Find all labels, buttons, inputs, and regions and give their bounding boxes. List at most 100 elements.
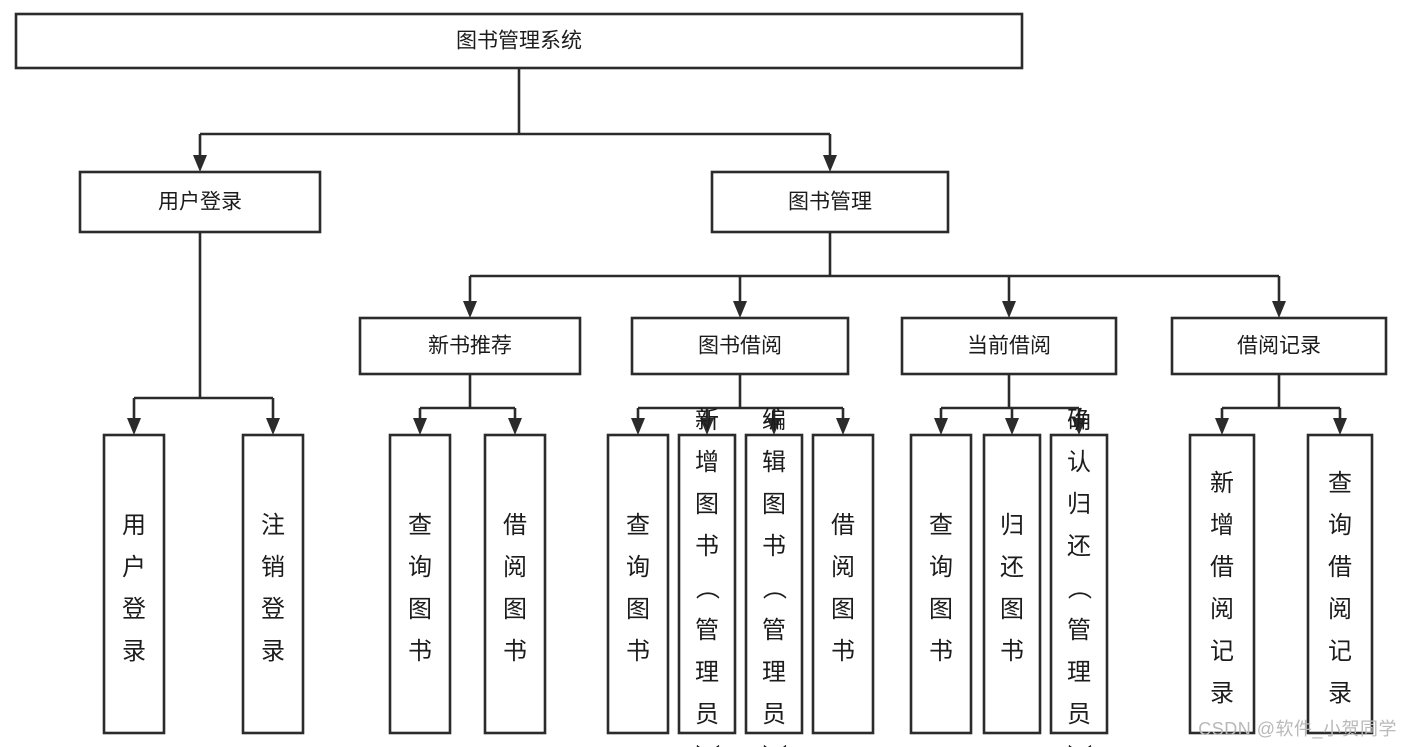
connector-layer <box>127 68 1347 435</box>
leaf-label-char: 录 <box>1210 680 1234 707</box>
leaf-label-char: 图 <box>929 596 953 623</box>
leaf-label-char: 询 <box>1328 512 1352 539</box>
arrow-borrow-leaf-3 <box>836 418 850 435</box>
leaf-label-char: 询 <box>408 554 432 581</box>
node-label: 当前借阅 <box>967 335 1051 358</box>
arrow-current-leaf-1 <box>1005 418 1019 435</box>
leaf-label-char: 借 <box>831 512 855 539</box>
leaf-label-char: 查 <box>626 512 650 539</box>
leaf-label-char: ） <box>1065 744 1092 747</box>
leaf-label-char: 图 <box>831 596 855 623</box>
level3-node-当前借阅-2[interactable]: 当前借阅 <box>900 316 1118 376</box>
leaf-label-char: 借 <box>503 512 527 539</box>
node-label: 图书管理 <box>788 191 872 214</box>
leaf-label-char: 增 <box>1210 512 1234 539</box>
leaf-label-char: 图 <box>695 491 719 518</box>
leaf-label-char: 员 <box>1067 701 1091 728</box>
arrow-bookmgmt-l3-2 <box>1002 301 1016 318</box>
leaf-label-char: 书 <box>503 638 527 665</box>
arrow-root-to-user-login <box>193 155 207 172</box>
leaf-label-char: 户 <box>122 554 146 581</box>
node-layer: 图书管理系统用户登录图书管理新书推荐图书借阅当前借阅借阅记录用户登录注销登录查询… <box>14 12 1388 747</box>
leaf-label-char: 询 <box>626 554 650 581</box>
leaf-label-char: ） <box>693 744 720 747</box>
leaf-label-char: 归 <box>1000 512 1024 539</box>
leaf-label-char: 还 <box>1067 533 1091 560</box>
leaf-label-char: 图 <box>626 596 650 623</box>
leaf-label-char: 录 <box>1328 680 1352 707</box>
leaf-label-char: 阅 <box>831 554 855 581</box>
leaf-label-char: 图 <box>503 596 527 623</box>
arrow-borrow-leaf-2 <box>767 418 781 435</box>
leaf-label-char: 书 <box>408 638 432 665</box>
arrow-current-leaf-2 <box>1072 418 1086 435</box>
leaf-label-char: 员 <box>695 701 719 728</box>
leaf-label-char: 询 <box>929 554 953 581</box>
leaf-label-char: 图 <box>1000 596 1024 623</box>
arrow-root-to-book-mgmt <box>823 155 837 172</box>
leaf-label-char: 管 <box>1067 617 1091 644</box>
leaf-label-char: 增 <box>695 449 719 476</box>
node-label: 图书管理系统 <box>456 30 582 53</box>
arrow-record-leaf-0 <box>1215 418 1229 435</box>
leaf-label-char: 书 <box>695 533 719 560</box>
leaf-label-char: 确 <box>1067 407 1091 434</box>
leaf-label-char: 阅 <box>1328 596 1352 623</box>
arrow-bookmgmt-l3-0 <box>463 301 477 318</box>
leaf-label-char: 录 <box>261 638 285 665</box>
leaf-label-char: （ <box>760 576 787 600</box>
leaf-label-char: 用 <box>122 512 146 539</box>
node-label: 新书推荐 <box>428 335 512 358</box>
leaf-label-char: 书 <box>831 638 855 665</box>
arrow-userlogin-leaf-0 <box>127 418 141 435</box>
leaf-label-char: 查 <box>1328 470 1352 497</box>
leaf-label-char: 辑 <box>762 449 786 476</box>
level3-node-图书借阅-1[interactable]: 图书借阅 <box>630 316 850 376</box>
leaf-label-char: （ <box>693 576 720 600</box>
node-label: 图书借阅 <box>698 335 782 358</box>
node-label: 借阅记录 <box>1237 335 1321 358</box>
leaf-label-char: 录 <box>122 638 146 665</box>
leaf-label-char: ） <box>760 744 787 747</box>
leaf-label-char: 理 <box>762 659 786 686</box>
leaf-label-char: 借 <box>1210 554 1234 581</box>
leaf-label-char: 登 <box>122 596 146 623</box>
leaf-label-char: 书 <box>762 533 786 560</box>
arrow-borrow-leaf-1 <box>700 418 714 435</box>
arrow-bookmgmt-l3-3 <box>1272 301 1286 318</box>
leaf-label-char: 阅 <box>503 554 527 581</box>
level3-node-借阅记录-3[interactable]: 借阅记录 <box>1170 316 1388 376</box>
leaf-label-char: 员 <box>762 701 786 728</box>
leaf-label-char: 查 <box>408 512 432 539</box>
level2-node-用户登录-0[interactable]: 用户登录 <box>78 170 322 234</box>
leaf-label-char: 记 <box>1210 638 1234 665</box>
leaf-label-char: 图 <box>762 491 786 518</box>
leaf-label-char: （ <box>1065 576 1092 600</box>
leaf-label-char: 书 <box>626 638 650 665</box>
leaf-label-char: 理 <box>695 659 719 686</box>
arrow-record-leaf-1 <box>1333 418 1347 435</box>
leaf-label-char: 管 <box>762 617 786 644</box>
node-label: 用户登录 <box>158 191 242 214</box>
leaf-label-char: 编 <box>762 407 786 434</box>
root-node-book-management-system[interactable]: 图书管理系统 <box>14 12 1024 70</box>
leaf-node-用户登录-0[interactable]: 用户登录 <box>102 433 166 735</box>
leaf-label-char: 新 <box>1210 470 1234 497</box>
level3-node-新书推荐-0[interactable]: 新书推荐 <box>358 316 582 376</box>
leaf-label-char: 阅 <box>1210 596 1234 623</box>
level2-node-图书管理-1[interactable]: 图书管理 <box>710 170 950 234</box>
